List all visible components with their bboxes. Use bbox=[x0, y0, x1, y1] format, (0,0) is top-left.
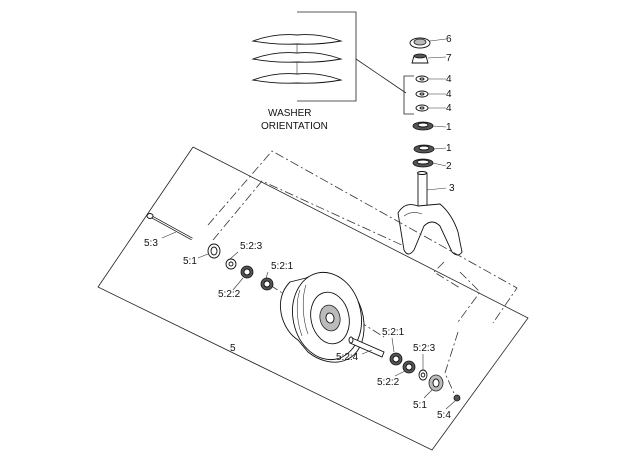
part-5-1-right-spacer bbox=[428, 374, 444, 392]
wheel-tire bbox=[280, 271, 365, 363]
callout-1-second: 1 bbox=[446, 143, 452, 154]
callout-4-first: 4 bbox=[446, 74, 452, 85]
callout-3: 3 bbox=[449, 183, 455, 194]
part-2-seal bbox=[412, 158, 434, 168]
part-7-nut bbox=[411, 53, 429, 64]
callout-4-third: 4 bbox=[446, 103, 452, 114]
callout-5-1-left: 5:1 bbox=[183, 256, 197, 267]
callout-7: 7 bbox=[446, 53, 452, 64]
part-5-4-nut bbox=[453, 394, 461, 402]
part-5-1-left-spacer bbox=[207, 243, 221, 259]
callout-5-2-1-right: 5:2:1 bbox=[382, 327, 405, 338]
wheel-assembly-parts: 5:3 5:1 5:2:3 5:2:1 5:2:2 5 5:2:1 5:2:3 … bbox=[144, 213, 461, 421]
callout-5-1-right: 5:1 bbox=[413, 400, 427, 411]
callout-5: 5 bbox=[230, 343, 236, 354]
part-5-2-3-left-washer bbox=[225, 258, 237, 270]
part-5-2-1-left-bearing bbox=[260, 277, 274, 291]
part-5-2-3-right-washer bbox=[418, 369, 428, 381]
callout-4-second: 4 bbox=[446, 89, 452, 100]
callout-6: 6 bbox=[446, 34, 452, 45]
part-6-cap bbox=[409, 37, 431, 49]
part-5-2-2-right-bearing bbox=[402, 360, 416, 374]
hub-parts-stack: 6 7 4 4 4 1 1 2 3 bbox=[397, 34, 463, 256]
callout-5-2-2-right: 5:2:2 bbox=[377, 377, 400, 388]
part-1-bearings bbox=[412, 121, 435, 154]
callout-5-2-2-left: 5:2:2 bbox=[218, 289, 241, 300]
callout-5-2-4: 5:2:4 bbox=[336, 352, 359, 363]
washer-orientation-stack bbox=[251, 34, 343, 84]
callout-2: 2 bbox=[446, 161, 452, 172]
callout-5-2-1-left: 5:2:1 bbox=[271, 261, 294, 272]
washer-orientation-caption-line1: WASHER bbox=[268, 108, 312, 119]
part-5-3-axle-bolt bbox=[146, 213, 193, 241]
callout-5-2-3-left: 5:2:3 bbox=[240, 241, 263, 252]
part-5-2-1-right-bearing bbox=[389, 352, 403, 366]
part-5-2-4-spacer-tube bbox=[348, 336, 385, 358]
callout-5-2-3-right: 5:2:3 bbox=[413, 343, 436, 354]
callout-5-4: 5:4 bbox=[437, 410, 451, 421]
callout-1-first: 1 bbox=[446, 122, 452, 133]
part-4-washers bbox=[415, 75, 429, 112]
callout-5-3: 5:3 bbox=[144, 238, 158, 249]
part-5-2-2-left-bearing bbox=[240, 265, 254, 279]
washer-orientation-caption-line2: ORIENTATION bbox=[261, 121, 328, 132]
washer-orientation-inset: WASHER ORIENTATION bbox=[251, 11, 407, 132]
part-3-fork bbox=[397, 171, 463, 256]
